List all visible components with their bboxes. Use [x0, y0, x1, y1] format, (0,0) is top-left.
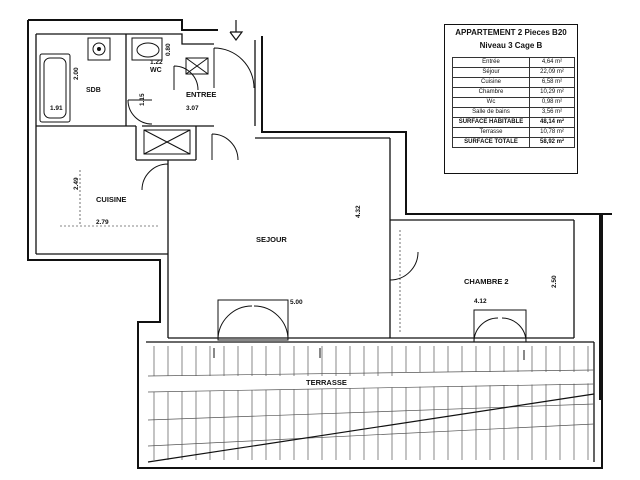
room-label-sejour: SEJOUR	[256, 235, 287, 244]
terrace-tiling	[147, 346, 595, 463]
exterior-walls	[27, 19, 612, 469]
dim-wc-width: 1.22	[150, 59, 163, 66]
summary-row-value: 58,92 m²	[529, 137, 575, 148]
summary-title-line1: APPARTEMENT 2 Pieces B20	[455, 28, 567, 37]
summary-row-name: Terrasse	[452, 127, 530, 138]
summary-row-value: 22,09 m²	[529, 67, 575, 78]
bathtub	[39, 53, 71, 123]
summary-row-value: 48,14 m²	[529, 117, 575, 128]
room-label-chambre: CHAMBRE 2	[464, 277, 509, 286]
dim-sdb-height: 2.00	[73, 67, 80, 80]
dim-wc-top: 0.80	[165, 43, 172, 56]
french-windows	[213, 299, 527, 360]
summary-row-value: 3,56 m²	[529, 107, 575, 118]
room-label-entree: ENTREE	[186, 90, 216, 99]
summary-row-value: 0,98 m²	[529, 97, 575, 108]
room-label-sdb: SDB	[86, 87, 101, 94]
technical-shafts	[143, 57, 209, 155]
entrance-arrow-icon	[229, 20, 244, 41]
summary-row-name: SURFACE HABITABLE	[452, 117, 530, 128]
summary-row-name: Chambre	[452, 87, 530, 98]
dimension-lines	[60, 170, 401, 334]
room-label-wc: WC	[150, 67, 162, 74]
dim-sejour-height: 4.32	[355, 205, 362, 218]
dim-chambre-width: 4.12	[474, 298, 487, 305]
room-label-cuisine: CUISINE	[96, 195, 126, 204]
dim-chambre-height: 2.50	[551, 275, 558, 288]
summary-row-name: Séjour	[452, 67, 530, 78]
summary-row-name: Salle de bains	[452, 107, 530, 118]
surface-summary-table: APPARTEMENT 2 Pieces B20 Niveau 3 Cage B…	[444, 24, 578, 174]
summary-row-name: SURFACE TOTALE	[452, 137, 530, 148]
summary-row-value: 6,58 m²	[529, 77, 575, 88]
room-label-terrasse: TERRASSE	[306, 378, 347, 387]
bathroom-sink	[87, 37, 111, 61]
summary-title-line2: Niveau 3 Cage B	[479, 41, 543, 50]
dim-sejour-width: 5.00	[290, 299, 303, 306]
summary-row-value: 4,64 m²	[529, 57, 575, 68]
summary-row-value: 10,78 m²	[529, 127, 575, 138]
dim-entree-width: 3.07	[186, 105, 199, 112]
dim-cuisine-width: 2.79	[96, 219, 109, 226]
dim-sdb-width: 1.91	[50, 105, 63, 112]
summary-row-name: Cuisine	[452, 77, 530, 88]
dim-cuisine-height: 2.49	[73, 177, 80, 190]
summary-row-name: Entrée	[452, 57, 530, 68]
toilet	[131, 37, 163, 61]
dim-entree-height: 1.15	[139, 93, 146, 106]
summary-row-name: Wc	[452, 97, 530, 108]
doors	[127, 47, 419, 281]
summary-row-value: 10,29 m²	[529, 87, 575, 98]
